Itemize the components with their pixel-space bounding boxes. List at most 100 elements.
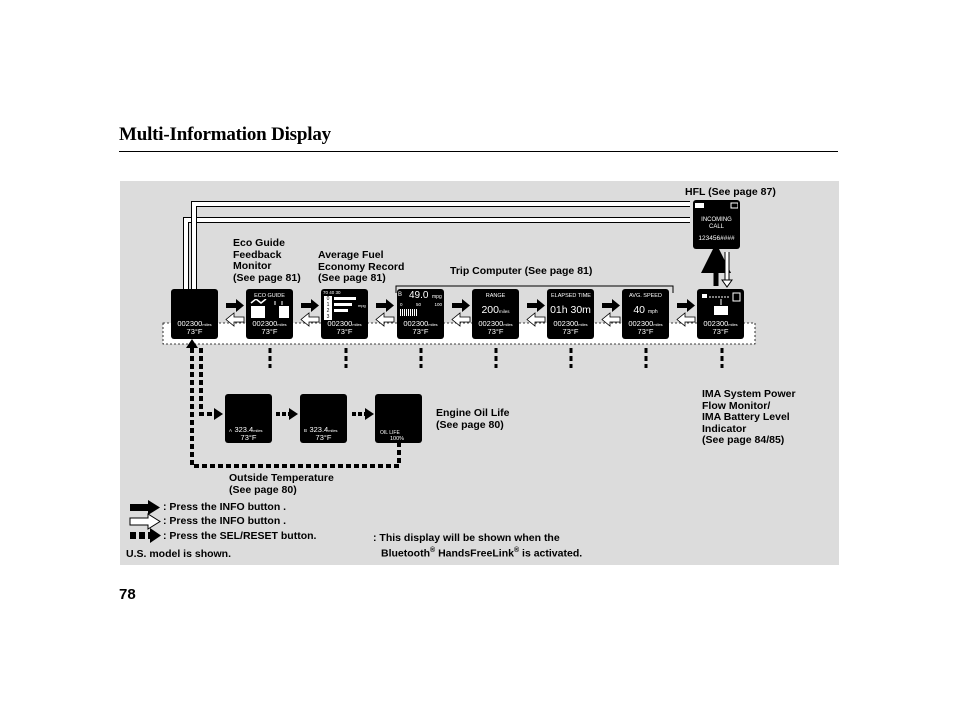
hfl-number: 123456#### bbox=[698, 235, 735, 242]
legend-info-white-text: : Press the INFO button . bbox=[163, 515, 287, 527]
handsfreelink-text: HandsFreeLink bbox=[435, 547, 514, 560]
avg-row-1: 1 bbox=[326, 302, 330, 308]
range-line: 200miles bbox=[472, 304, 519, 316]
trip-a-temp: 73°F bbox=[240, 433, 257, 442]
elapsed-odo-unit: miles bbox=[578, 322, 588, 327]
avg-top-scale: 70 40 30 bbox=[323, 290, 341, 295]
fuel-scale-50: 50 bbox=[415, 302, 421, 307]
hfl-incoming: INCOMING bbox=[701, 217, 732, 223]
avg-bar-1 bbox=[334, 303, 352, 306]
ima-label-line-4: Indicator bbox=[702, 422, 747, 435]
trip-a-letter: A bbox=[229, 428, 233, 433]
trip-b-unit: miles bbox=[328, 428, 338, 433]
ima-odo-value: 002300 bbox=[703, 319, 729, 328]
avg-temp: 73°F bbox=[336, 327, 353, 336]
elapsed-odo-value: 002300 bbox=[553, 319, 579, 328]
ima-odo-unit: miles bbox=[728, 322, 738, 327]
oil-life-value: 100% bbox=[390, 436, 405, 442]
avg-row-2: 2 bbox=[326, 308, 330, 314]
info-back-arrow-5 bbox=[601, 312, 621, 327]
speed-odo-line: 002300miles bbox=[622, 320, 669, 329]
hfl-call: CALL bbox=[708, 224, 724, 230]
oil-life-text: OIL LIFE bbox=[380, 430, 400, 436]
info-back-arrows bbox=[225, 312, 696, 327]
hfl-loop-arrow-2 bbox=[191, 201, 690, 293]
eco-guide-title: ECO GUIDE bbox=[254, 293, 285, 299]
hfl-note-line-2: Bluetooth® HandsFreeLink® is activated. bbox=[381, 545, 582, 560]
fuel-temp: 73°F bbox=[412, 327, 429, 336]
odo-value: 002300 bbox=[177, 319, 203, 328]
title-rule bbox=[119, 151, 838, 152]
info-back-arrow-1 bbox=[300, 312, 320, 327]
trip-computer-label: Trip Computer (See page 81) bbox=[450, 265, 593, 277]
fuel-scale: 0 50 100 bbox=[400, 302, 442, 307]
eco-label-line-1: Eco Guide bbox=[233, 237, 285, 249]
trip-a-line: 323.4miles bbox=[225, 426, 272, 435]
avg-label-line-3: (See page 81) bbox=[318, 272, 386, 284]
screen-elapsed-time: ELAPSED TIME 01h 30m 002300miles 73°F bbox=[547, 289, 594, 339]
legend-black-arrow-icon bbox=[130, 500, 160, 515]
hfl-up-white-arrow bbox=[721, 252, 733, 288]
trip-b-line: 323.4miles bbox=[300, 426, 347, 435]
screen-oil-life: OIL LIFE 100% bbox=[375, 394, 422, 443]
ima-flow-graphic bbox=[702, 292, 741, 315]
bottom-arrow-1-head bbox=[289, 408, 298, 420]
eco-guide-graphic bbox=[250, 299, 289, 318]
fuel-trip-letter: B bbox=[398, 292, 403, 298]
range-odo-unit: miles bbox=[503, 322, 513, 327]
activated-text: is activated. bbox=[519, 547, 583, 560]
outside-label-line-2: (See page 80) bbox=[229, 483, 297, 496]
screen-odo-line: 002300miles bbox=[171, 320, 218, 329]
bluetooth-text: Bluetooth bbox=[381, 547, 430, 560]
info-arrow-2 bbox=[376, 299, 394, 312]
info-back-arrow-4 bbox=[526, 312, 546, 327]
ima-label-line-5: (See page 84/85) bbox=[702, 434, 785, 446]
avg-bar-0 bbox=[334, 297, 356, 300]
speed-value: 40 bbox=[633, 304, 646, 316]
screen-trip-a: A 323.4miles 73°F bbox=[225, 394, 272, 443]
sel-loop-entry-head bbox=[214, 408, 223, 420]
fuel-unit: mpg bbox=[432, 294, 442, 300]
hfl-label: HFL (See page 87) bbox=[685, 186, 776, 198]
fuel-scale-100: 100 bbox=[434, 302, 442, 307]
speed-line: 40 mph bbox=[622, 304, 669, 316]
oil-label-line-1: Engine Oil Life bbox=[436, 407, 510, 419]
sel-loop-up-arrowhead bbox=[186, 339, 198, 348]
model-note: U.S. model is shown. bbox=[126, 548, 232, 560]
speed-temp: 73°F bbox=[637, 327, 654, 336]
legend-sel-reset-text: : Press the SEL/RESET button. bbox=[163, 530, 317, 542]
legend-dashed-arrow-icon bbox=[130, 528, 161, 543]
eco-label-line-2: Feedback bbox=[233, 248, 282, 261]
registered-mark-2: ® bbox=[513, 547, 520, 554]
sel-loop-entry bbox=[199, 348, 216, 416]
legend-info-black-text: : Press the INFO button . bbox=[163, 501, 287, 513]
speed-unit: mph bbox=[647, 309, 658, 315]
outside-temp-label: Outside Temperature (See page 80) bbox=[229, 472, 334, 496]
screen-instant-fuel: B 49.0 mpg 0 50 100 002300miles 73°F bbox=[397, 289, 444, 339]
info-back-arrow-3 bbox=[451, 312, 471, 327]
eco-odo-line: 002300miles bbox=[246, 320, 293, 329]
avg-bar-2 bbox=[334, 309, 348, 312]
eco-odo-unit: miles bbox=[277, 322, 287, 327]
eco-odo-value: 002300 bbox=[252, 319, 278, 328]
screen-hfl: INCOMING CALL 123456#### bbox=[693, 200, 740, 249]
screen-eco-guide: ECO GUIDE 002300miles 73°F bbox=[246, 289, 293, 339]
hfl-note-line-1: : This display will be shown when the bbox=[373, 532, 560, 544]
info-arrow-6 bbox=[677, 299, 695, 312]
avg-odo-line: 002300miles bbox=[321, 320, 368, 329]
fuel-scale-0: 0 bbox=[400, 302, 403, 307]
odo-unit: miles bbox=[202, 322, 212, 327]
screen-avg-fuel: 70 40 30 0 1 2 3 mpg 002300miles 73°F bbox=[321, 289, 368, 339]
elapsed-value: 01h 30m bbox=[550, 304, 591, 316]
info-arrows bbox=[226, 299, 695, 312]
avg-rows: 0 1 2 3 bbox=[324, 296, 332, 320]
elapsed-title: ELAPSED TIME bbox=[551, 293, 591, 299]
info-back-arrow-6 bbox=[676, 312, 696, 327]
eco-label-line-4: (See page 81) bbox=[233, 271, 301, 284]
screen-temp: 73°F bbox=[186, 327, 203, 336]
range-title: RANGE bbox=[485, 293, 506, 299]
fuel-big-value: 49.0 bbox=[409, 290, 429, 301]
legend-white-arrow-icon bbox=[129, 513, 161, 530]
range-unit: miles bbox=[499, 309, 510, 314]
avg-side-unit: mpg bbox=[358, 303, 366, 308]
